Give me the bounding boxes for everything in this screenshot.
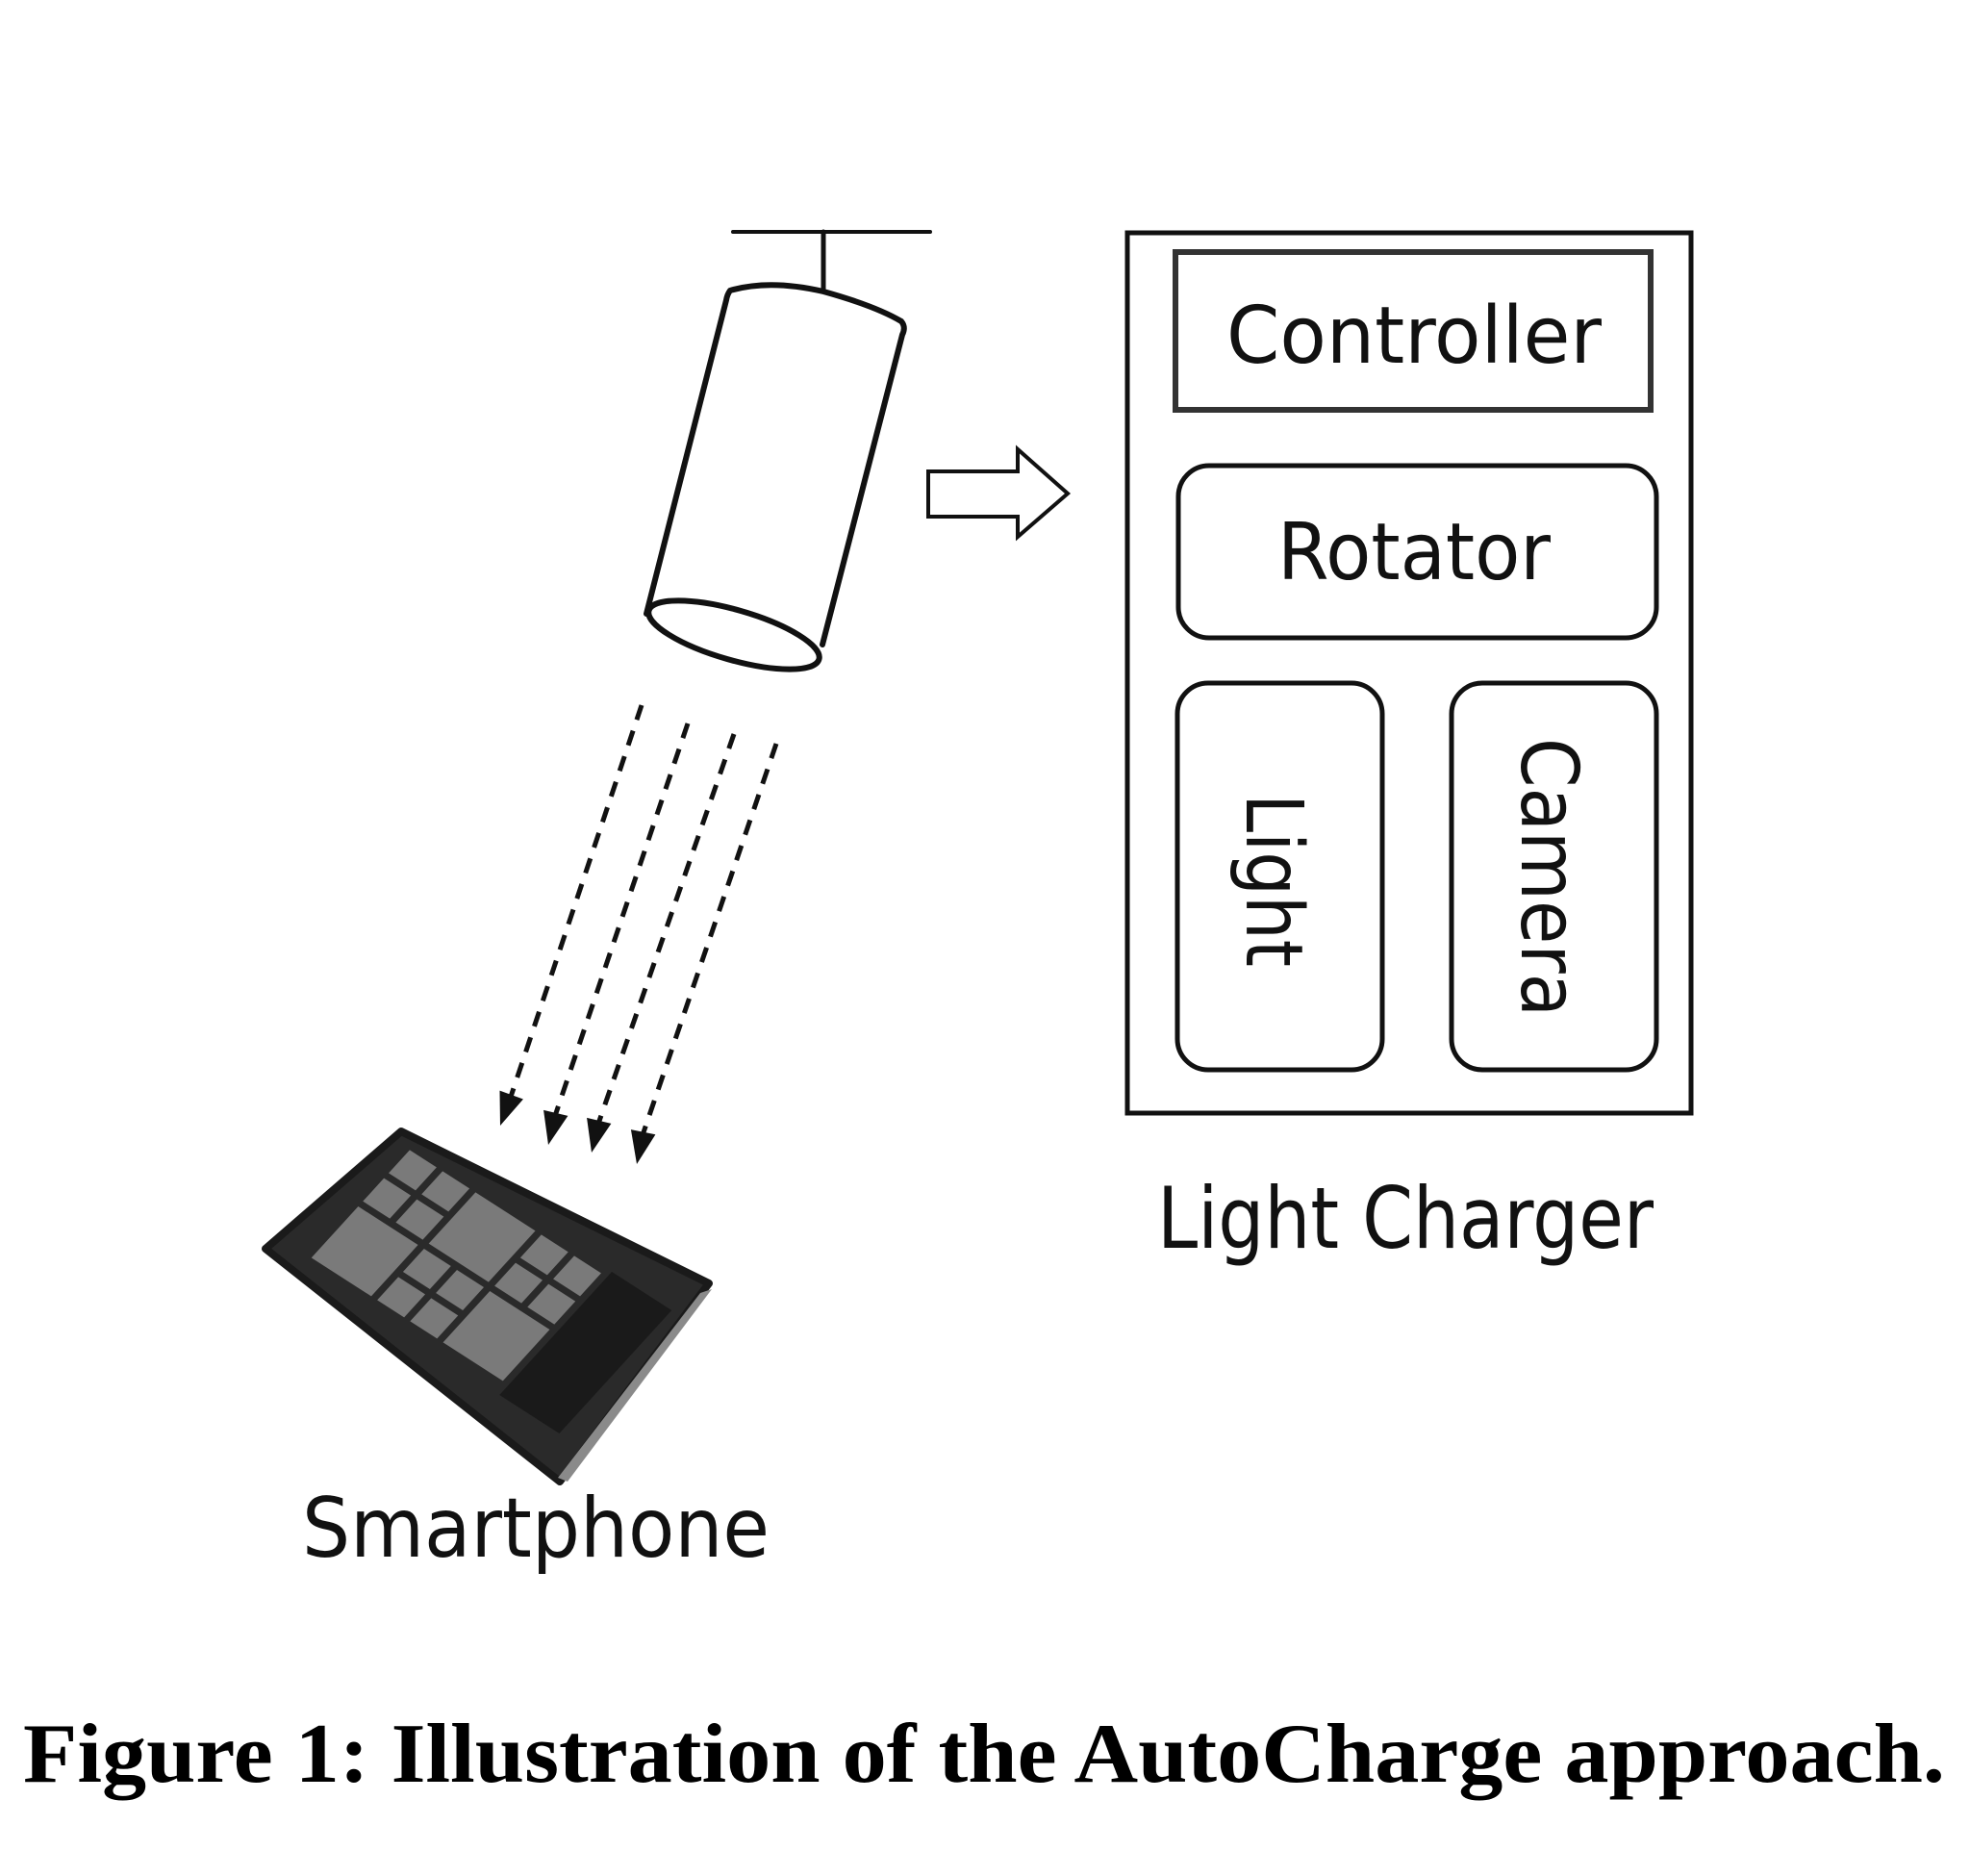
hollow-right-arrow-icon	[926, 444, 1072, 542]
camera-box	[1449, 680, 1659, 1073]
phone-edge-highlight	[558, 1289, 712, 1482]
smartphone-icon	[262, 1128, 713, 1485]
light-beam-dashed-line	[595, 733, 737, 1125]
light-beam-arrowhead-icon	[587, 1117, 612, 1153]
phone-screen-dark-area	[499, 1272, 672, 1434]
lamp-lens	[645, 597, 822, 672]
light-beam-dashed-line	[552, 723, 691, 1117]
light-beam-arrowhead-icon	[499, 1090, 523, 1126]
light-box	[1174, 680, 1385, 1073]
light-beam-dashed-line	[508, 704, 644, 1098]
phone-app-tile	[519, 1234, 568, 1276]
phone-app-tile	[389, 1150, 437, 1191]
light-beams	[499, 704, 779, 1164]
phone-app-tile	[311, 1206, 418, 1297]
controller-box	[1173, 249, 1654, 413]
phone-app-tile	[527, 1283, 576, 1325]
phone-app-tile	[494, 1262, 543, 1304]
phone-app-tile	[421, 1171, 470, 1212]
phone-screen-tiles	[311, 1150, 672, 1434]
light-charger-label: Light Charger	[1157, 1169, 1654, 1268]
controller-label: Controller	[1226, 291, 1602, 382]
spotlight-lamp-icon	[644, 229, 932, 672]
phone-app-tile	[436, 1270, 485, 1311]
phone-app-tile	[377, 1277, 426, 1318]
figure-caption: Figure 1: Illustration of the AutoCharge…	[23, 1708, 1945, 1801]
rotator-label: Rotator	[1277, 507, 1551, 598]
light-beam-dashed-line	[640, 743, 779, 1136]
camera-label: Camera	[1503, 738, 1594, 1017]
phone-app-tile	[442, 1291, 550, 1382]
phone-app-tile	[553, 1255, 601, 1297]
phone-app-tile	[402, 1249, 451, 1290]
rotator-box	[1175, 463, 1659, 641]
lamp-cylinder-body	[644, 282, 907, 647]
light-charger-block: Controller Rotator Light Camera	[1124, 230, 1694, 1116]
light-beam-arrowhead-icon	[543, 1109, 568, 1145]
phone-app-tile	[410, 1298, 459, 1339]
phone-app-tile	[395, 1199, 444, 1240]
phone-app-tile	[363, 1178, 412, 1219]
phone-app-tile	[428, 1192, 536, 1282]
smartphone-label: Smartphone	[302, 1481, 770, 1577]
light-label: Light	[1227, 794, 1319, 967]
light-beam-arrowhead-icon	[630, 1129, 656, 1164]
